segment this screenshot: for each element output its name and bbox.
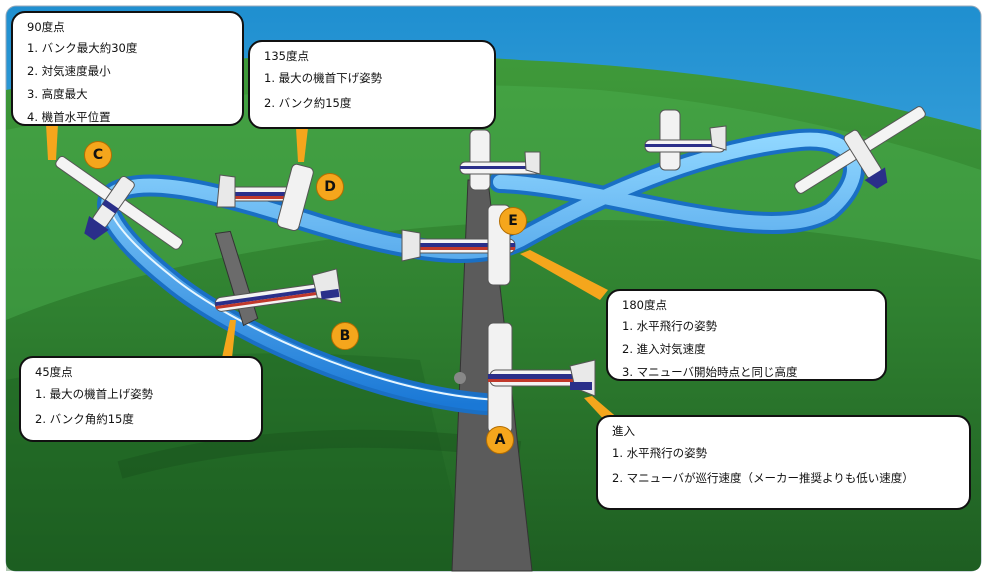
callout-180-item: 3. マニューバ開始時点と同じ高度 — [622, 365, 798, 379]
callout-90-item: 2. 対気速度最小 — [27, 64, 111, 78]
callout-45-item: 2. バンク角約15度 — [35, 412, 134, 426]
callout-180-degree: 180度点 1. 水平飛行の姿勢 2. 進入対気速度 3. マニューバ開始時点と… — [606, 289, 887, 381]
airplane-top-right — [644, 109, 727, 171]
callout-90-item: 3. 高度最大 — [27, 87, 88, 101]
callout-90-item: 1. バンク最大約30度 — [27, 41, 138, 55]
point-a-badge: A — [486, 426, 514, 454]
airplane-top-center — [459, 129, 541, 191]
callout-180-item: 2. 進入対気速度 — [622, 342, 706, 356]
callout-45-title: 45度点 — [35, 365, 73, 379]
callout-entry: 進入 1. 水平飛行の姿勢 2. マニューバが巡行速度（メーカー推奨よりも低い速… — [596, 415, 971, 510]
airplane-far-right — [794, 106, 926, 194]
callout-135-degree: 135度点 1. 最大の機首下げ姿勢 2. バンク約15度 — [248, 40, 496, 129]
callout-180-title: 180度点 — [622, 298, 667, 312]
callout-45-item: 1. 最大の機首上げ姿勢 — [35, 387, 154, 401]
callout-90-degree: 90度点 1. バンク最大約30度 2. 対気速度最小 3. 高度最大 4. 機… — [11, 11, 244, 126]
callout-90-item: 4. 機首水平位置 — [27, 110, 111, 124]
point-c-badge: C — [84, 141, 112, 169]
callout-entry-item: 2. マニューバが巡行速度（メーカー推奨よりも低い速度） — [612, 471, 914, 485]
callout-45-degree: 45度点 1. 最大の機首上げ姿勢 2. バンク角約15度 — [19, 356, 263, 442]
callout-135-item: 2. バンク約15度 — [264, 96, 352, 110]
airplane-d — [216, 163, 314, 232]
callout-entry-title: 進入 — [612, 424, 635, 438]
airplane-c — [55, 156, 183, 250]
pointer-45 — [222, 320, 236, 358]
pointer-135 — [296, 128, 308, 162]
point-e-badge: E — [499, 207, 527, 235]
callout-entry-item: 1. 水平飛行の姿勢 — [612, 446, 708, 460]
airplane-b — [214, 230, 342, 327]
pointer-180 — [520, 250, 608, 300]
airplane-a — [454, 322, 596, 434]
pointer-90 — [46, 124, 58, 160]
callout-135-item: 1. 最大の機首下げ姿勢 — [264, 71, 383, 85]
point-b-badge: B — [331, 322, 359, 350]
point-d-badge: D — [316, 173, 344, 201]
callout-90-title: 90度点 — [27, 20, 65, 34]
callout-135-title: 135度点 — [264, 49, 309, 63]
callout-180-item: 1. 水平飛行の姿勢 — [622, 319, 718, 333]
